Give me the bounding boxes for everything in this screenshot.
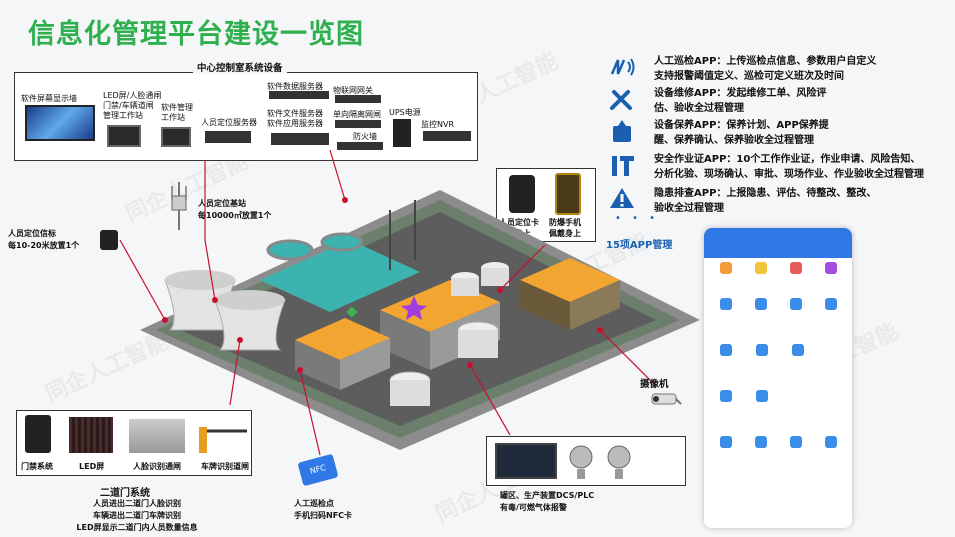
page-title: 信息化管理平台建设一览图 <box>28 19 364 50</box>
camera-label: 摄像机 <box>640 379 669 390</box>
iot-gateway-label: 物联网网关 <box>333 86 373 95</box>
dcs-panel <box>486 436 686 486</box>
firewall-label: 防火墙 <box>353 132 377 141</box>
workstation-monitor-image <box>107 125 141 147</box>
firewall-image <box>337 142 383 150</box>
iot-gateway-image <box>335 95 381 103</box>
explosion-proof-phone-image <box>555 173 581 215</box>
base-station-image <box>168 182 190 230</box>
phone-header <box>704 228 852 258</box>
app-count-label: 15项APP管理 <box>606 240 673 251</box>
beacon-image <box>100 230 118 250</box>
camera-icon <box>648 390 682 410</box>
explosion-proof-phone-label: 防爆手机 佩戴身上 <box>549 218 581 238</box>
software-monitor-image <box>161 127 191 147</box>
dcs-monitor-image <box>495 443 557 479</box>
gate-system-panel: 门禁系统 LED屏 人脸识别通闸 车牌识别道闸 <box>16 410 252 476</box>
db-server-label: 软件数据服务器 <box>267 82 323 91</box>
one-way-gateway-label: 单向隔离网闸 <box>333 110 381 119</box>
positioning-server-label: 人员定位服务器 <box>201 118 257 127</box>
file-app-server-label: 软件文件服务器 软件应用服务器 <box>267 109 323 128</box>
gate-item-face: 人脸识别通闸 <box>133 462 181 471</box>
base-station-label: 人员定位基站 每10000㎡放置1个 <box>198 199 272 220</box>
nfc-icon <box>610 58 635 76</box>
access-control-image <box>25 415 51 453</box>
control-room-title: 中心控制室系统设备 <box>193 60 287 74</box>
gate-system-title: 二道门系统 <box>100 488 150 499</box>
db-server-image <box>269 91 329 99</box>
gate-item-access: 门禁系统 <box>21 462 53 471</box>
gate-item-plate: 车牌识别道闸 <box>201 462 249 471</box>
beacon-label: 人员定位信标 每10-20米放置1个 <box>8 229 80 250</box>
led-screen-image <box>69 417 113 453</box>
nvr-label: 监控NVR <box>421 120 455 129</box>
oil-can-icon <box>613 120 631 142</box>
gate-item-led: LED屏 <box>79 462 105 471</box>
nvr-image <box>423 131 471 141</box>
warning-icon <box>610 188 634 208</box>
tools-icon <box>612 156 634 176</box>
ups-image <box>393 119 411 147</box>
gas-detector-icon <box>567 441 595 481</box>
positioning-card-image <box>509 175 535 213</box>
video-wall-label: 软件屏幕显示墙 <box>21 94 77 103</box>
phone-mockup <box>704 228 852 528</box>
face-gate-image <box>129 419 185 453</box>
led-workstation-label: LED屏/人脸通闸 门禁/车辆道闸 管理工作站 <box>103 91 162 120</box>
ups-label: UPS电源 <box>389 108 421 117</box>
software-workstation-label: 软件管理 工作站 <box>161 103 193 122</box>
video-wall-image <box>25 105 95 141</box>
nfc-label: 人工巡检点 手机扫码NFC卡 <box>294 499 353 520</box>
wrench-icon <box>610 90 632 110</box>
positioning-server-image <box>205 131 251 143</box>
gas-detector-icon <box>605 441 633 481</box>
cooling-tower <box>214 290 286 351</box>
app-server-image <box>271 133 329 145</box>
one-way-gateway-image <box>335 120 381 128</box>
dcs-label: 罐区、生产装置DCS/PLC 有毒/可燃气体报警 <box>500 491 595 512</box>
plate-gate-image <box>197 421 247 453</box>
cooling-tower <box>164 270 236 331</box>
gate-system-desc: 人员进出二道门人脸识别 车辆进出二道门车牌识别 LED屏显示二道门内人员数量信息 <box>76 499 198 532</box>
more-dots-icon: • • • <box>615 213 660 224</box>
control-room-panel: 中心控制室系统设备 软件屏幕显示墙 LED屏/人脸通闸 门禁/车辆道闸 管理工作… <box>14 60 478 161</box>
